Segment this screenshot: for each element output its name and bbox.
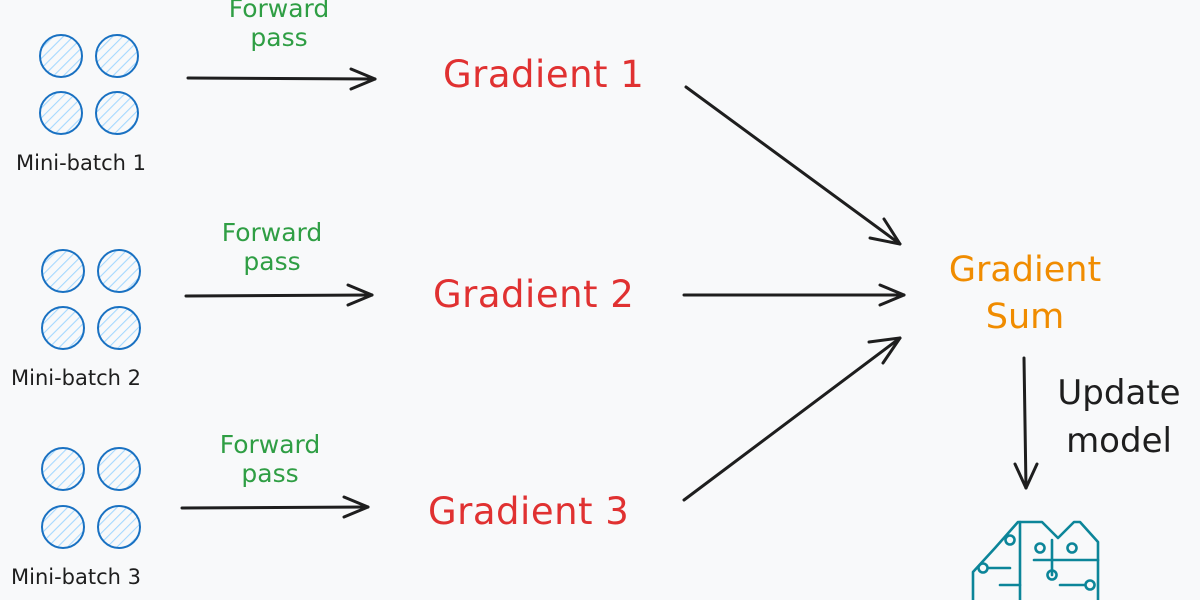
sample-circle — [97, 306, 141, 350]
forward-pass-label-line1: Forward — [221, 218, 323, 247]
update-model-line2: model — [1066, 420, 1172, 461]
update-model-label: Update model — [1044, 370, 1194, 465]
sample-circle — [41, 249, 85, 293]
forward-arrow-1 — [186, 67, 377, 91]
forward-pass-label-line2: pass — [250, 22, 308, 52]
forward-pass-label-line2: pass — [241, 458, 299, 488]
mini-batch-1-label: Mini-batch 1 — [16, 151, 146, 175]
gradient-2-to-sum-arrow — [682, 283, 906, 307]
gradient-3-to-sum-arrow — [682, 336, 902, 502]
forward-pass-label-1: Forward pass — [214, 0, 344, 53]
sample-circle — [97, 447, 141, 491]
forward-pass-label-line1: Forward — [219, 430, 321, 459]
sample-circle — [97, 505, 141, 549]
sample-circle — [41, 505, 85, 549]
sample-circle — [97, 249, 141, 293]
update-model-line1: Update — [1057, 373, 1181, 413]
sample-circle — [41, 306, 85, 350]
sample-circle — [39, 91, 83, 135]
forward-arrow-2 — [184, 283, 374, 307]
mini-batch-3-label: Mini-batch 3 — [11, 565, 141, 589]
forward-arrow-3 — [180, 495, 370, 519]
forward-pass-label-line2: pass — [243, 246, 301, 276]
mini-batch-1-circles — [39, 34, 139, 135]
gradient-sum-line1: Gradient — [948, 250, 1102, 290]
forward-pass-label-line1: Forward — [228, 0, 330, 23]
gradient-3-label: Gradient 3 — [428, 490, 630, 533]
forward-pass-label-3: Forward pass — [205, 430, 335, 489]
gradient-sum-label: Gradient Sum — [930, 247, 1120, 342]
neural-network-model-icon — [971, 520, 1100, 600]
gradient-1-label: Gradient 1 — [443, 53, 645, 96]
update-model-arrow — [1013, 356, 1039, 490]
mini-batch-2-label: Mini-batch 2 — [11, 366, 141, 390]
forward-pass-label-2: Forward pass — [207, 218, 337, 277]
gradient-2-label: Gradient 2 — [433, 273, 635, 316]
sample-circle — [95, 34, 139, 78]
gradient-sum-line2: Sum — [985, 297, 1065, 338]
mini-batch-3-circles — [41, 447, 141, 549]
gradient-1-to-sum-arrow — [684, 85, 902, 246]
sample-circle — [95, 91, 139, 135]
mini-batch-2-circles — [41, 249, 141, 350]
sample-circle — [39, 34, 83, 78]
sample-circle — [41, 447, 85, 491]
